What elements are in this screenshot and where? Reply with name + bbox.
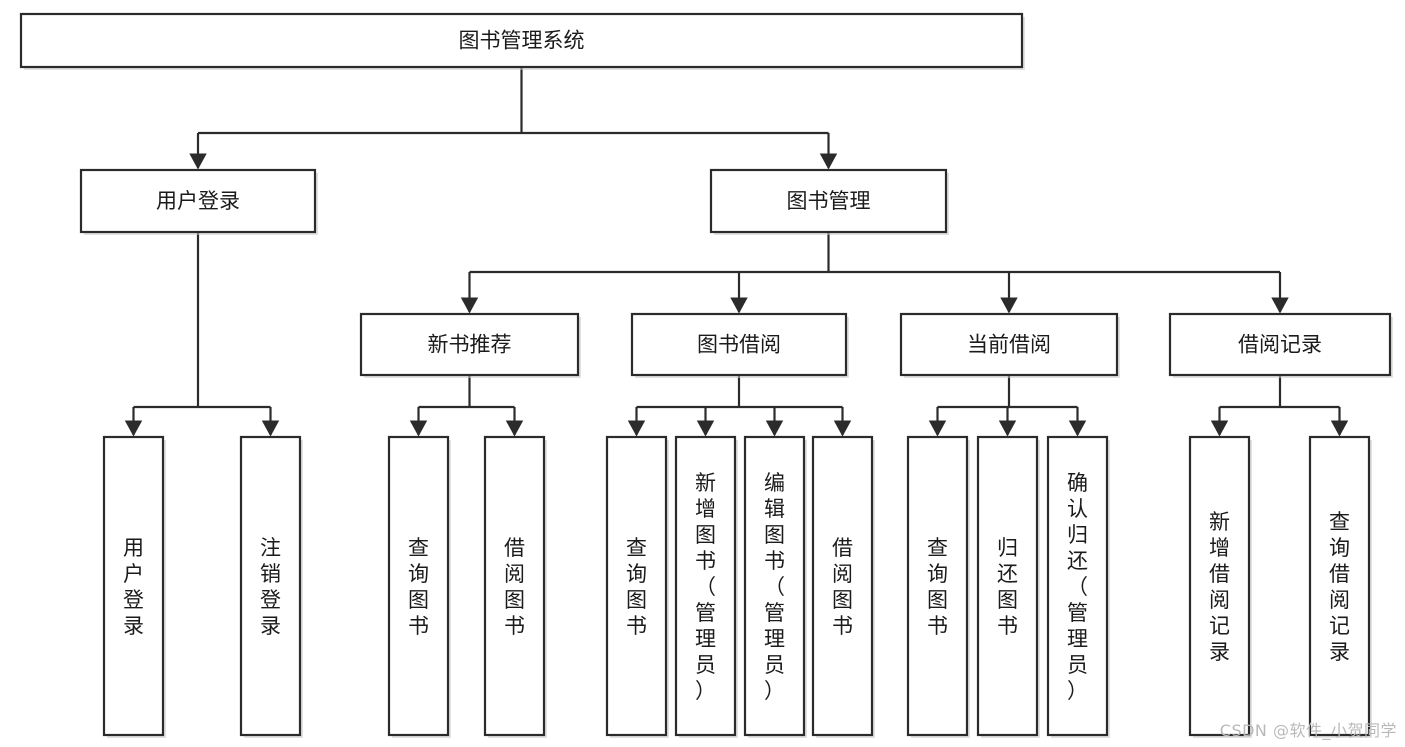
node-leaf-borrow-book-2[interactable]: 借阅图书 — [811, 435, 875, 738]
node-leaf-query-record-label: 查询借阅记录 — [1329, 510, 1350, 664]
node-leaf-query-book-3[interactable]: 查询图书 — [906, 435, 970, 738]
node-leaf-query-book-1-label: 查询图书 — [408, 536, 429, 638]
node-leaf-user-logout-label: 注销登录 — [260, 536, 281, 638]
node-leaf-add-book[interactable]: 新增图书（管理员） — [674, 435, 738, 738]
node-leaf-query-book-1[interactable]: 查询图书 — [387, 435, 451, 738]
node-leaf-add-book-label: 新增图书（管理员） — [695, 471, 716, 703]
node-leaf-user-login-label: 用户登录 — [123, 536, 144, 638]
node-borrow-record[interactable]: 借阅记录 — [1168, 312, 1393, 378]
node-user-login[interactable]: 用户登录 — [79, 168, 318, 235]
node-leaf-query-book-2[interactable]: 查询图书 — [605, 435, 669, 738]
node-leaf-query-book-3-label: 查询图书 — [927, 536, 948, 638]
node-current-borrow[interactable]: 当前借阅 — [899, 312, 1120, 378]
node-leaf-add-record-label: 新增借阅记录 — [1209, 510, 1230, 664]
node-new-book-recommend[interactable]: 新书推荐 — [359, 312, 581, 378]
node-leaf-borrow-book-2-label: 借阅图书 — [832, 536, 853, 638]
node-book-manage[interactable]: 图书管理 — [709, 168, 949, 235]
node-book-borrow-label: 图书借阅 — [697, 333, 781, 357]
node-leaf-user-logout[interactable]: 注销登录 — [239, 435, 303, 738]
node-leaf-confirm-return[interactable]: 确认归还（管理员） — [1046, 435, 1110, 738]
node-leaf-query-record[interactable]: 查询借阅记录 — [1308, 435, 1372, 738]
node-new-book-recommend-label: 新书推荐 — [428, 333, 512, 357]
node-leaf-borrow-book-1-label: 借阅图书 — [504, 536, 525, 638]
node-leaf-add-record[interactable]: 新增借阅记录 — [1188, 435, 1252, 738]
node-leaf-query-book-2-label: 查询图书 — [626, 536, 647, 638]
node-leaf-confirm-return-label: 确认归还（管理员） — [1067, 471, 1088, 703]
node-current-borrow-label: 当前借阅 — [967, 333, 1051, 357]
node-book-manage-label: 图书管理 — [787, 189, 871, 213]
node-leaf-edit-book-label: 编辑图书（管理员） — [764, 471, 785, 703]
node-leaf-edit-book[interactable]: 编辑图书（管理员） — [743, 435, 807, 738]
csdn-watermark: CSDN @软件_小贺同学 — [1219, 721, 1397, 740]
node-book-borrow[interactable]: 图书借阅 — [630, 312, 849, 378]
node-root-label: 图书管理系统 — [459, 29, 585, 53]
node-leaf-return-book-label: 归还图书 — [997, 536, 1018, 638]
node-user-login-label: 用户登录 — [156, 189, 240, 213]
node-layer: 图书管理系统用户登录图书管理新书推荐图书借阅当前借阅借阅记录用户登录注销登录查询… — [19, 12, 1393, 738]
node-root[interactable]: 图书管理系统 — [19, 12, 1025, 70]
node-leaf-borrow-book-1[interactable]: 借阅图书 — [483, 435, 547, 738]
node-leaf-return-book[interactable]: 归还图书 — [976, 435, 1040, 738]
node-leaf-user-login[interactable]: 用户登录 — [102, 435, 166, 738]
node-borrow-record-label: 借阅记录 — [1238, 333, 1322, 357]
connector-layer — [124, 67, 1349, 437]
